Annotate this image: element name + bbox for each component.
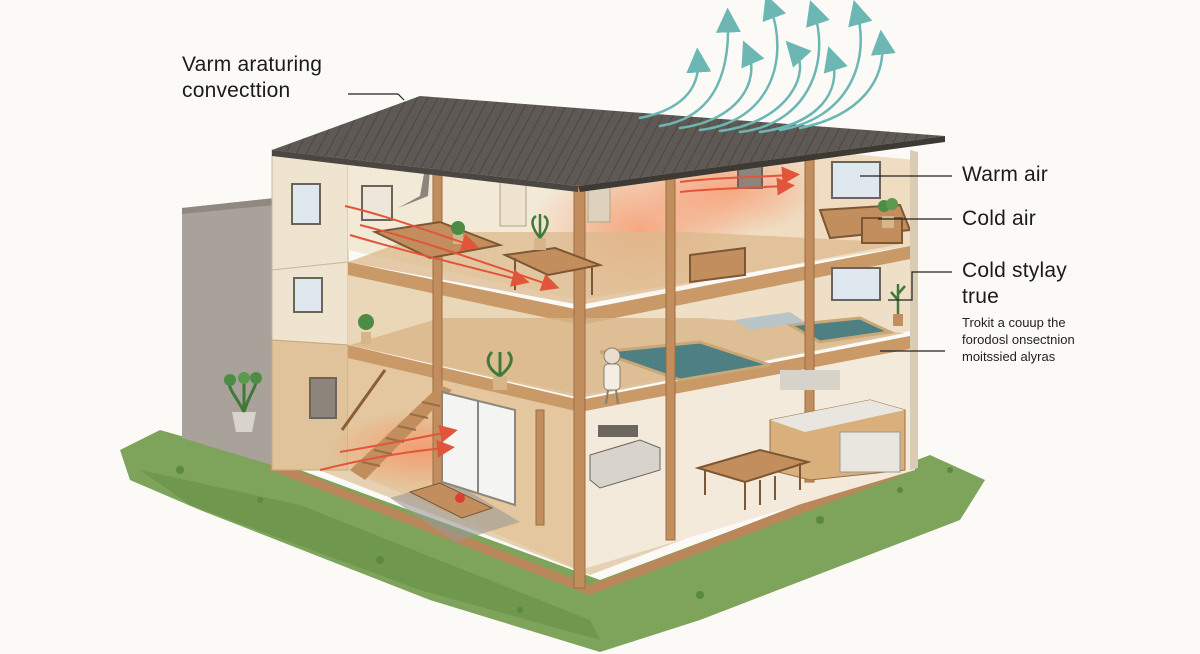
label-cold-stylay: Cold stylay true bbox=[962, 258, 1067, 310]
convection-arrows bbox=[638, 0, 896, 134]
middle-floor-slab bbox=[348, 312, 915, 412]
label-cold-stylay-line1: Cold stylay bbox=[962, 259, 1067, 282]
note-text: Trokit a couup the forodosl onsectnion m… bbox=[962, 314, 1075, 365]
upper-floor-slab bbox=[348, 232, 915, 325]
label-warm-convection-line1: Varm araturing bbox=[182, 53, 323, 76]
right-facade bbox=[910, 150, 918, 470]
side-annex bbox=[182, 198, 275, 466]
kitchen-counter bbox=[589, 425, 661, 489]
kitchen bbox=[769, 370, 906, 481]
note-line-1: Trokit a couup the bbox=[962, 315, 1066, 330]
label-warm-air: Warm air bbox=[962, 163, 1048, 186]
label-warm-convection-line2: convecttion bbox=[182, 79, 291, 102]
note-line-2: forodosl onsectnion bbox=[962, 332, 1075, 347]
person-figure bbox=[603, 347, 621, 405]
label-warm-convection: Varm araturing convecttion bbox=[182, 52, 322, 104]
low-table bbox=[390, 480, 520, 542]
plant-icon bbox=[224, 372, 262, 432]
wooden-posts bbox=[432, 111, 815, 589]
roof bbox=[272, 96, 945, 192]
upper-furniture bbox=[371, 203, 912, 295]
grass-ground bbox=[120, 430, 985, 652]
label-cold-stylay-line2: true bbox=[962, 285, 999, 308]
staircase-icon bbox=[340, 369, 452, 480]
label-cold-air: Cold air bbox=[962, 207, 1036, 230]
leader-lines bbox=[348, 93, 952, 352]
left-facade bbox=[271, 139, 349, 471]
note-line-3: moitssied alyras bbox=[962, 349, 1056, 364]
dining-table bbox=[694, 448, 812, 510]
plant-icon-interior bbox=[358, 198, 906, 390]
warm-airflow-arrows bbox=[319, 166, 800, 471]
